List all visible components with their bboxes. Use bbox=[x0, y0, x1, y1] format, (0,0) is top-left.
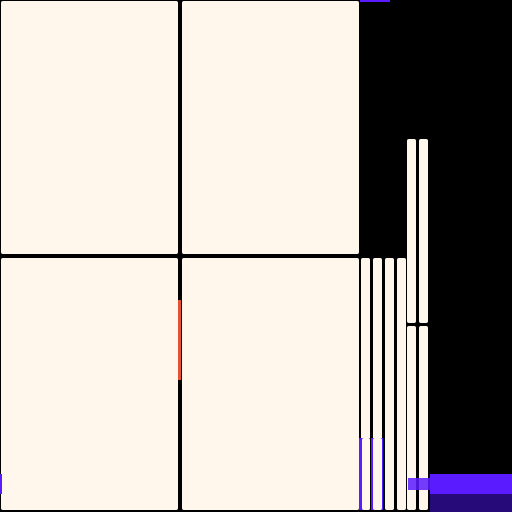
strip-2[interactable] bbox=[373, 258, 382, 510]
panel-bottom-left[interactable] bbox=[1, 258, 178, 510]
strip-1-gap bbox=[362, 438, 370, 510]
top-accent-line bbox=[360, 0, 390, 2]
strip-4[interactable] bbox=[397, 258, 406, 510]
strip-2-gap bbox=[373, 438, 382, 510]
strip-6[interactable] bbox=[419, 139, 428, 323]
bottom-right-accent-edge bbox=[408, 478, 430, 490]
panel-bottom-right[interactable] bbox=[182, 258, 359, 510]
corner-accent-left bbox=[0, 474, 2, 494]
strip-7[interactable] bbox=[407, 326, 416, 510]
bottom-right-accent-shadow bbox=[430, 494, 512, 512]
bottom-right-accent-bar bbox=[430, 474, 512, 494]
strip-3[interactable] bbox=[385, 258, 394, 510]
strip-8[interactable] bbox=[419, 326, 428, 510]
center-junction-dot bbox=[178, 254, 182, 258]
panel-top-right[interactable] bbox=[182, 1, 359, 254]
panel-top-left[interactable] bbox=[1, 1, 178, 254]
strip-5[interactable] bbox=[407, 139, 416, 323]
strip-1[interactable] bbox=[361, 258, 370, 510]
highlight-mark bbox=[178, 300, 181, 380]
